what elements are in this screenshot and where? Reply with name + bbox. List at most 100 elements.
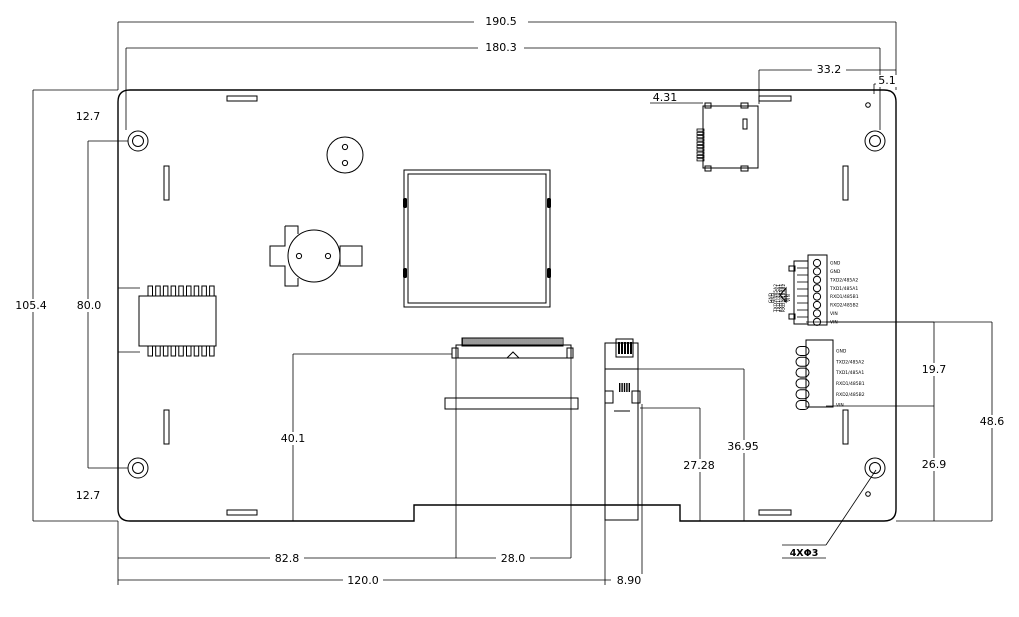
header-pin — [812, 309, 822, 318]
chip-pin — [170, 285, 177, 297]
buzzer — [326, 136, 364, 174]
dim-hole-spacing-x: 180.3 — [485, 41, 517, 54]
dim-hole-edge-top: 12.7 — [76, 110, 101, 123]
soic-chip — [138, 285, 217, 357]
usb-pin — [623, 383, 626, 392]
terminal-screw — [795, 389, 810, 400]
usb-pin — [624, 342, 626, 354]
chip-pin — [193, 345, 200, 357]
usb-connector — [604, 338, 641, 521]
screw-terminal: GNDTXD2/485A2TXD1/485A1RXD1/485B1RXD2/48… — [795, 339, 865, 410]
dim-right-conn-upper: 19.7 — [922, 363, 947, 376]
chip-pin — [193, 285, 200, 297]
header-pin — [812, 275, 822, 284]
sd-pin — [696, 145, 705, 149]
usb-pin — [621, 383, 623, 392]
mounting-hole-top-right — [864, 130, 886, 152]
board-outline — [117, 89, 897, 522]
dim-connector-offset: 33.2 — [817, 63, 842, 76]
usb-pin — [628, 383, 630, 392]
terminal-pin-label: TXD1/485A1 — [835, 370, 864, 376]
dim-hole-spacing-y: 80.0 — [77, 299, 102, 312]
header-pin — [812, 292, 822, 301]
mounting-hole-bottom-right — [864, 457, 886, 479]
terminal-pin-label: RXD2/485B2 — [836, 392, 865, 398]
usb-pin — [626, 383, 628, 392]
edge-slots — [163, 95, 849, 516]
large-module — [403, 169, 551, 308]
sd-pin — [696, 135, 705, 139]
dim-usb-width: 8.90 — [617, 574, 642, 587]
sd-pin — [696, 154, 705, 158]
sd-pin — [696, 148, 705, 152]
dimension-lines — [32, 21, 993, 585]
dim-lower-conn-b: 27.28 — [683, 459, 715, 472]
side-pin-label: GND — [768, 292, 774, 303]
chip-pin — [155, 285, 161, 297]
sd-pin — [696, 131, 705, 135]
usb-pin — [630, 342, 632, 354]
side-pin-label: TXD1/485A1 — [776, 284, 782, 313]
sd-pin — [696, 141, 705, 145]
header-pin — [812, 258, 822, 268]
dim-fpc-height: 40.1 — [281, 432, 306, 445]
terminal-screw — [795, 378, 810, 389]
dim-overall-width: 190.5 — [485, 15, 517, 28]
sd-pin — [696, 138, 705, 142]
chip-pin — [186, 345, 192, 357]
header-pin — [812, 284, 822, 293]
chip-pin — [209, 345, 215, 357]
coin-battery — [269, 225, 363, 287]
side-pin-label: RXD1/485B1 — [778, 284, 784, 313]
chip-pin — [178, 345, 184, 357]
chip-pin — [186, 285, 192, 297]
header-pin-label: GND — [830, 261, 841, 267]
header-pin — [812, 300, 822, 310]
header-pin — [812, 267, 822, 276]
usb-pin — [618, 342, 620, 354]
mounting-hole-bottom-left — [127, 457, 149, 479]
dim-right-conn-total: 48.6 — [980, 415, 1005, 428]
sd-pin — [696, 128, 705, 132]
fiducial-top-right — [865, 102, 871, 108]
dim-overall-height: 105.4 — [15, 299, 47, 312]
chip-pin — [155, 345, 161, 357]
header-pin-label: VIN — [830, 311, 838, 317]
chip-pin — [162, 285, 169, 297]
terminal-pin-label: RXD1/485B1 — [836, 381, 865, 387]
side-pin-label: GND — [771, 292, 777, 303]
terminal-screw — [795, 400, 810, 410]
dim-fpc-offset: 82.8 — [275, 552, 300, 565]
mounting-holes — [127, 102, 886, 497]
dimension-labels: 190.5 180.3 33.2 5.1 4.31 12.7 12.7 105.… — [12, 15, 1009, 587]
terminal-screw — [795, 346, 810, 356]
header-pin-label: RXD2/485B2 — [830, 303, 859, 309]
fiducial-bottom-right — [865, 491, 871, 497]
header-pin-label: TXD2/485A2 — [829, 277, 858, 283]
usb-pin — [627, 342, 629, 354]
sd-pin — [696, 158, 705, 162]
chip-pin — [170, 345, 177, 357]
dim-lower-conn-a: 36.95 — [727, 440, 759, 453]
header-pin-label: RXD1/485B1 — [830, 294, 859, 300]
dim-connector-small: 4.31 — [653, 91, 678, 104]
dim-right-conn-lower: 26.9 — [922, 458, 947, 471]
chip-pin — [201, 345, 207, 357]
side-pin-label: VIN — [784, 294, 790, 302]
pin-header: GND GND TXD2/485A2TXD1/485A1RXD1/485B1RXD2… — [807, 254, 859, 326]
chip-pin — [162, 345, 169, 357]
dim-right-margin: 5.1 — [878, 74, 896, 87]
sd-pin — [696, 151, 705, 155]
chip-pin — [147, 285, 153, 297]
header-pin-label: TXD1/485A1 — [829, 286, 858, 292]
hole-callout: 4XΦ3 — [790, 548, 819, 559]
chip-pin — [209, 285, 215, 297]
usb-pin — [619, 383, 621, 392]
header-pin-label: GND — [830, 269, 841, 275]
side-pin-label: TXD2/485A2 — [773, 284, 779, 313]
side-pin-label: RXD2/485B2 — [781, 284, 787, 313]
mounting-hole-top-left — [127, 130, 149, 152]
chip-pin — [201, 285, 207, 297]
sd-card-slot — [696, 102, 759, 172]
